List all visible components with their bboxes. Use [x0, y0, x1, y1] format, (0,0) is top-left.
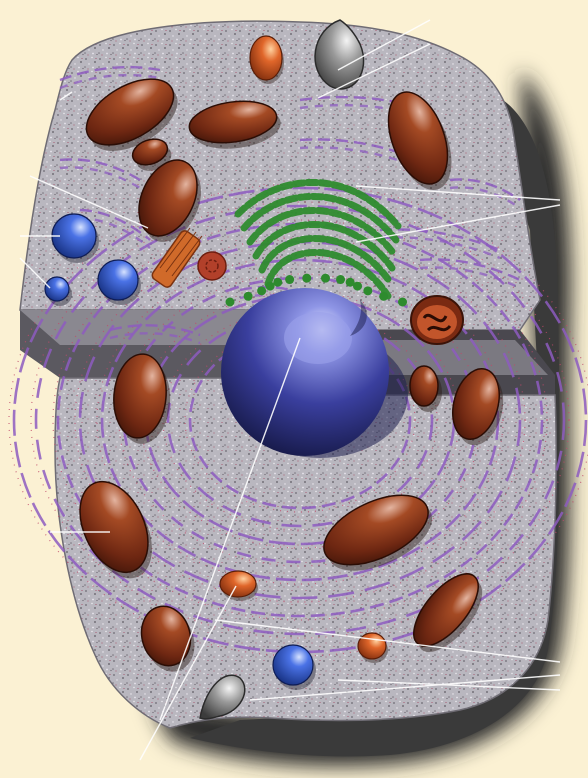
nucleolus — [284, 312, 352, 364]
mitochondrion-cross-section — [411, 296, 463, 344]
